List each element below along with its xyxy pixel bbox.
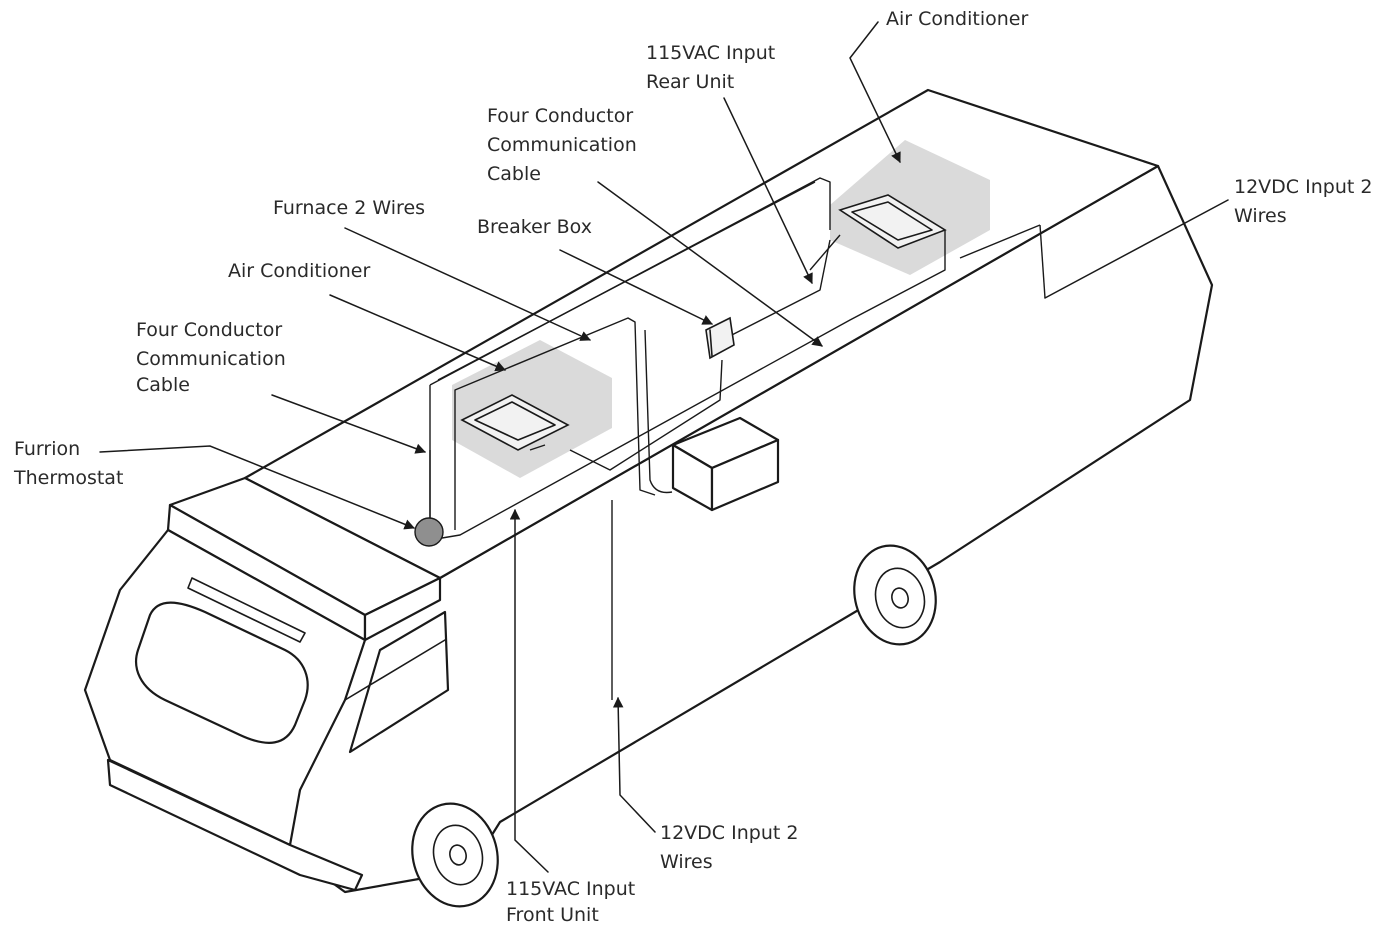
leader-lines (99, 21, 1229, 873)
rear-air-conditioner (830, 140, 990, 275)
label-115vac-rear-line2: Rear Unit (646, 71, 734, 93)
label-115vac-front-line2: Front Unit (506, 904, 599, 926)
label-furrion-line1: Furrion (14, 438, 80, 460)
label-12vdc-rear-line1: 12VDC Input 2 (1234, 176, 1372, 198)
rv-front-wheel (411, 802, 499, 908)
rv-side-window (348, 610, 450, 754)
label-air-conditioner-front: Air Conditioner (228, 260, 370, 282)
label-furnace-wires: Furnace 2 Wires (273, 197, 425, 219)
rv-belt-line (344, 639, 446, 701)
breaker-box (705, 316, 735, 360)
label-12vdc-front-line1: 12VDC Input 2 (660, 822, 798, 844)
label-12vdc-rear-line2: Wires (1234, 205, 1287, 227)
rv-cab-top-side (363, 576, 442, 642)
rv-bumper (106, 758, 364, 892)
equipment-box (671, 416, 780, 512)
label-115vac-rear-line1: 115VAC Input (646, 42, 775, 64)
label-breaker-box: Breaker Box (477, 216, 592, 238)
label-four-conductor-front-line3: Cable (136, 374, 190, 396)
labels: Air Conditioner 115VAC Input Rear Unit F… (13, 8, 1372, 926)
label-four-conductor-front-line2: Communication (136, 348, 286, 370)
label-air-conditioner-rear: Air Conditioner (886, 8, 1028, 30)
label-four-conductor-rear-line3: Cable (487, 163, 541, 185)
rv-marker-bar (187, 577, 306, 643)
label-12vdc-front-line2: Wires (660, 851, 713, 873)
furrion-thermostat-icon (414, 517, 444, 547)
rv-windshield (135, 601, 309, 744)
rv-body (83, 88, 1214, 908)
rv-rear-wheel (853, 544, 937, 646)
label-four-conductor-front-line1: Four Conductor (136, 319, 282, 341)
label-four-conductor-rear-line2: Communication (487, 134, 637, 156)
label-four-conductor-rear-line1: Four Conductor (487, 105, 633, 127)
label-115vac-front-line1: 115VAC Input (506, 878, 635, 900)
label-furrion-line2: Thermostat (13, 467, 123, 489)
